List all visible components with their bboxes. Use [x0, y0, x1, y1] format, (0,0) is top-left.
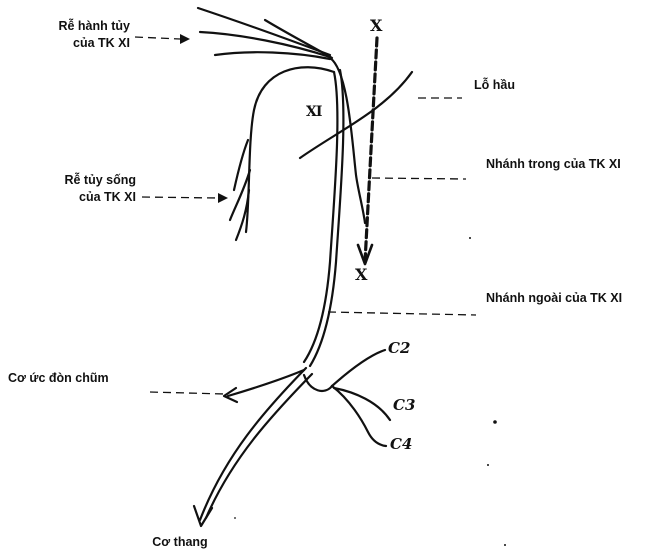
trapezius-label: Cơ thang: [140, 534, 220, 551]
medullary-root-line-1: Rễ hành tủy: [0, 18, 130, 35]
leader-medullary: [135, 37, 180, 39]
c3-label: C3: [393, 397, 415, 414]
speck-2: [493, 420, 497, 424]
spinal-root-label: Rễ tủy sống của TK XI: [0, 172, 136, 206]
nerve-loop-top: [246, 67, 334, 232]
scm-muscle-label: Cơ ức đòn chũm: [8, 370, 109, 387]
speck-4: [504, 544, 506, 546]
speck-5: [234, 517, 236, 519]
c2-branch: [332, 350, 385, 386]
leader-internal: [372, 178, 466, 179]
internal-branch-dashed: [365, 38, 377, 262]
medullary-rootlet-1: [198, 8, 330, 55]
internal-branch-label: Nhánh trong của TK XI: [486, 156, 621, 173]
leader-scm: [150, 392, 225, 394]
medullary-root-line-2: của TK XI: [0, 35, 130, 52]
xi-marker: XI: [306, 104, 321, 121]
medullary-rootlet-3: [215, 52, 330, 59]
c3-branch: [334, 388, 390, 420]
spinal-root-line-2: của TK XI: [0, 189, 136, 206]
leader-external: [328, 312, 476, 315]
leader-spinal-arrowhead: [218, 193, 228, 203]
x-marker-top: X: [370, 17, 381, 34]
spinal-root-line-1: Rễ tủy sống: [0, 172, 136, 189]
c2-label: C2: [388, 340, 410, 357]
c4-label: C4: [390, 436, 412, 453]
medullary-root-label: Rễ hành tủy của TK XI: [0, 18, 130, 52]
foramen-label: Lỗ hầu: [474, 77, 515, 94]
x-marker-bottom: X: [355, 266, 366, 283]
leader-medullary-arrowhead: [180, 34, 190, 44]
external-branch-label: Nhánh ngoài của TK XI: [486, 290, 622, 307]
leader-spinal: [142, 197, 218, 198]
trapezius-branch-2: [206, 374, 312, 518]
speck-3: [487, 464, 489, 466]
speck-1: [469, 237, 471, 239]
